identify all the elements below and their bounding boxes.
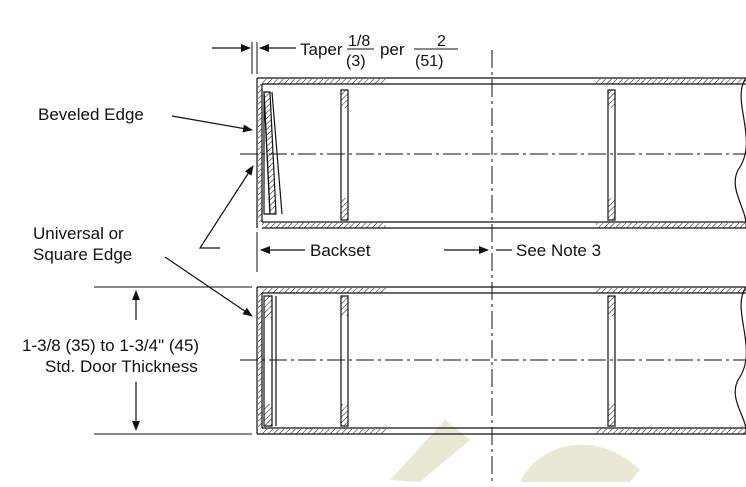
taper-per-denominator: (51) bbox=[415, 53, 443, 70]
thickness-label-line2: Std. Door Thickness bbox=[45, 357, 198, 376]
see-note-label: See Note 3 bbox=[516, 241, 601, 260]
top-door-section bbox=[256, 77, 746, 229]
beveled-edge-leader bbox=[171, 115, 253, 133]
taper-denominator: (3) bbox=[346, 53, 366, 70]
taper-per-numerator: 2 bbox=[437, 33, 446, 50]
watermark-shape bbox=[390, 420, 640, 482]
universal-edge-leader-up bbox=[198, 165, 254, 249]
bottom-door-section bbox=[256, 286, 746, 435]
taper-numerator: 1/8 bbox=[348, 33, 370, 50]
universal-edge-label-line2: Square Edge bbox=[33, 245, 132, 264]
beveled-edge-label: Beveled Edge bbox=[38, 105, 144, 124]
universal-edge-label-line1: Universal or bbox=[33, 224, 124, 243]
taper-label: Taper bbox=[300, 40, 343, 59]
taper-per: per bbox=[380, 40, 405, 59]
thickness-label-line1: 1-3/8 (35) to 1-3/4" (45) bbox=[22, 336, 199, 355]
backset-label: Backset bbox=[310, 241, 371, 260]
